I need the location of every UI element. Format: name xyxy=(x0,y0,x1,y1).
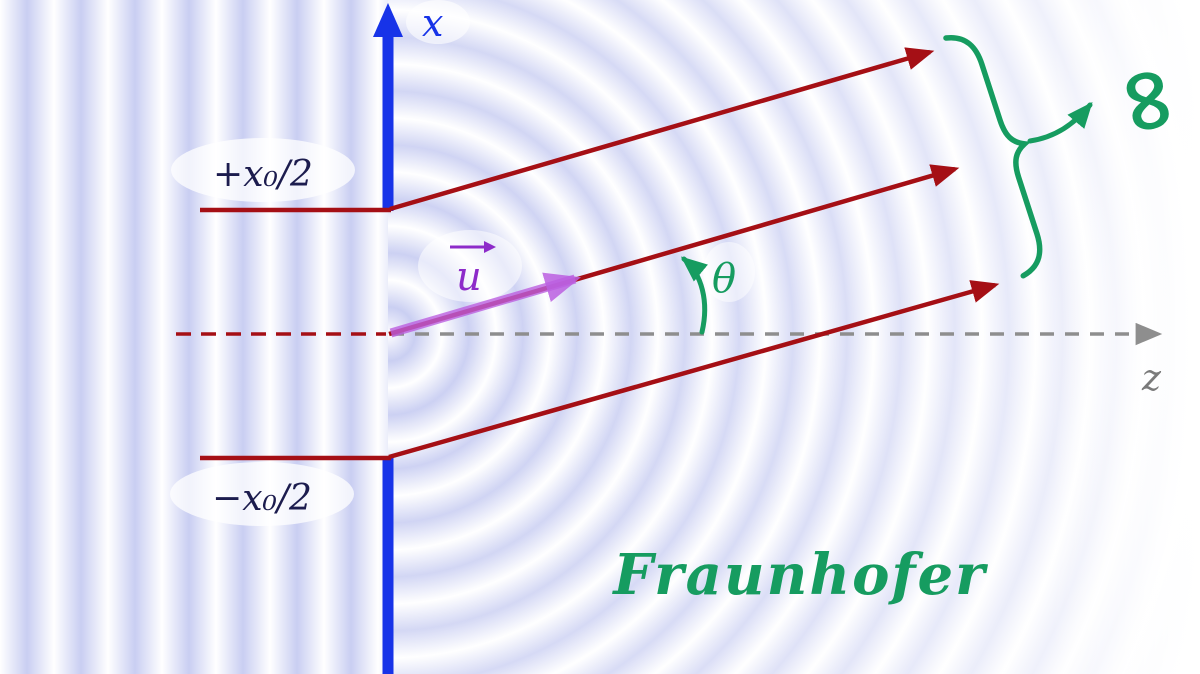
far-field-brace xyxy=(943,34,1043,279)
label-halo xyxy=(170,462,354,526)
label-halo xyxy=(406,0,470,44)
label-halo xyxy=(171,138,355,202)
slit-half-width-top-label: +x₀/2 xyxy=(213,154,313,195)
theta-angle-arc xyxy=(680,256,708,335)
u-vector-arrow xyxy=(389,272,582,338)
diffracted-ray-bottom xyxy=(388,280,1000,460)
theta-label: θ xyxy=(712,256,736,302)
z-axis-label: z xyxy=(1141,358,1162,399)
incident-plane-wave-background xyxy=(0,0,388,674)
x-axis-arrowhead xyxy=(373,3,403,37)
brace-to-infinity-arrow xyxy=(1027,101,1093,144)
slit-half-width-bottom-label: −x₀/2 xyxy=(212,478,312,519)
u-vector-label: u xyxy=(456,254,482,300)
diffracted-ray-top xyxy=(389,47,935,212)
fraunhofer-caption: Fraunhofer xyxy=(611,542,988,608)
u-vector-hat-arrowhead xyxy=(484,241,496,253)
x-axis-label: x xyxy=(422,1,443,45)
label-halo xyxy=(418,230,522,302)
label-halo xyxy=(703,242,755,302)
